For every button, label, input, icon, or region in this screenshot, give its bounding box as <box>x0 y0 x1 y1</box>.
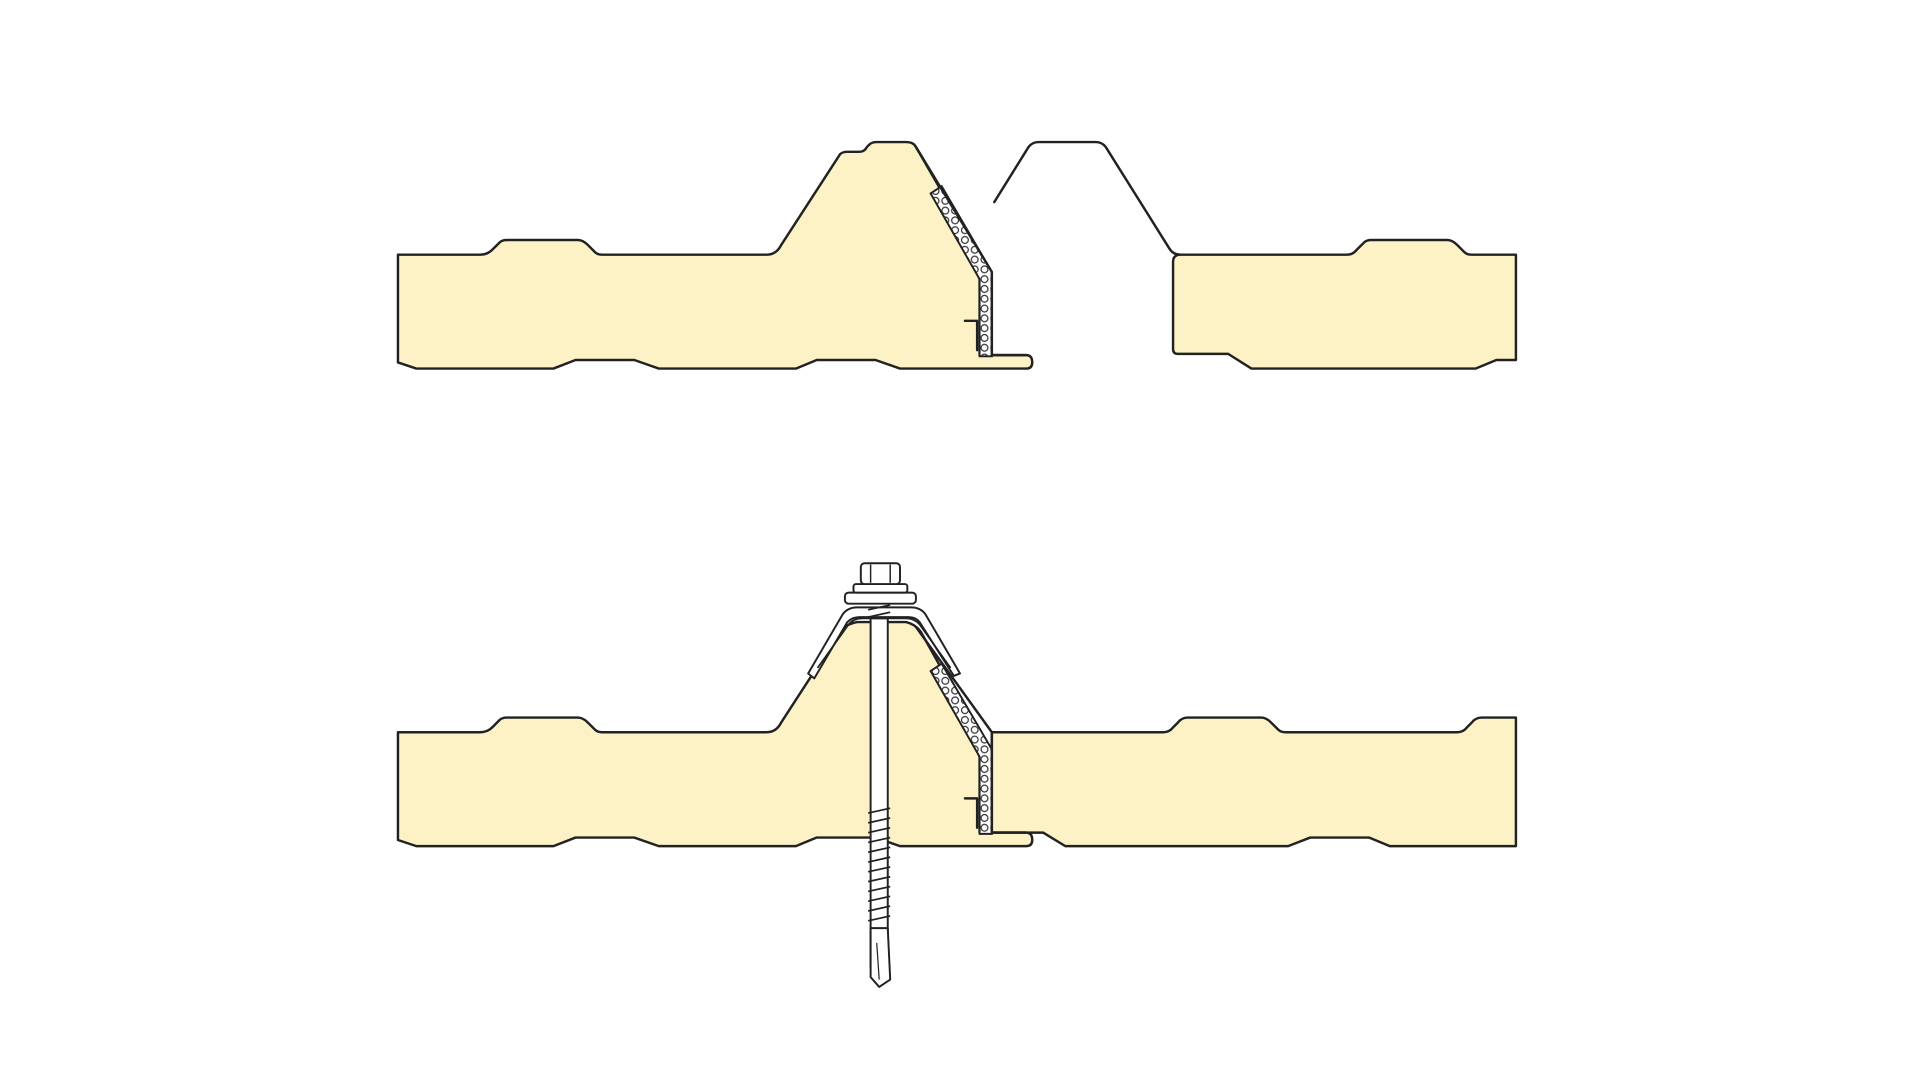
left-panel-sheet-edge <box>914 145 1028 357</box>
separated-view <box>396 140 1518 370</box>
saddle-cap <box>807 606 961 680</box>
screw-thread-upper <box>867 604 891 618</box>
hex-head <box>859 562 901 586</box>
right-panel-foam-joined <box>990 716 1518 848</box>
left-panel-sheet-edge-joined <box>914 625 1028 834</box>
panel-hook-joined <box>963 797 979 829</box>
washer-top <box>852 583 909 594</box>
self-drilling-screw <box>843 562 917 988</box>
drill-tip <box>869 927 892 988</box>
right-panel-sheet <box>993 140 1182 256</box>
sealing-washer <box>843 591 917 605</box>
screw-shank <box>869 617 889 969</box>
screw-thread-lower <box>867 807 891 922</box>
left-panel-foam <box>396 140 1034 370</box>
right-panel-foam <box>1171 238 1518 370</box>
joined-view <box>396 562 1518 988</box>
panel-hook <box>963 319 979 352</box>
